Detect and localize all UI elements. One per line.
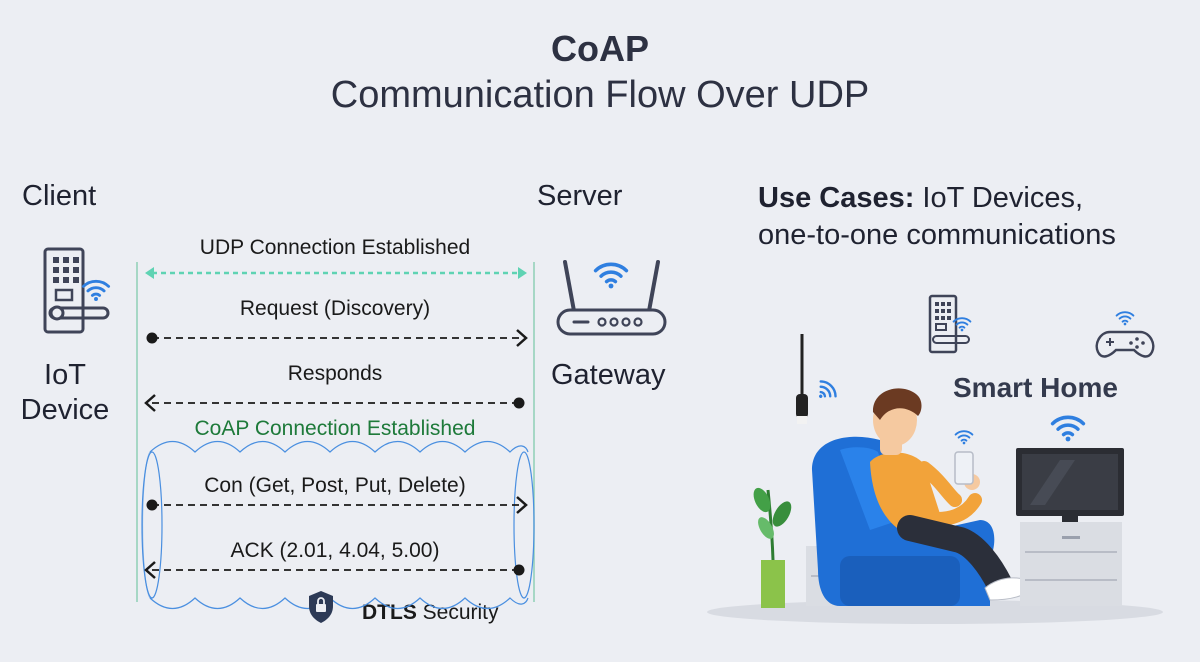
- iot-device-label-line1: IoT: [44, 359, 86, 391]
- msg-request: Request (Discovery): [239, 297, 431, 320]
- client-label: Client: [22, 180, 97, 212]
- shield-lock-icon: [309, 591, 333, 623]
- use-cases-text: Use Cases: IoT Devices, one-to-one commu…: [758, 180, 1116, 254]
- page-subtitle: Communication Flow Over UDP: [330, 74, 870, 116]
- msg-udp-established: UDP Connection Established: [199, 236, 471, 259]
- ack-arrow: [144, 561, 525, 579]
- responds-arrow: [144, 394, 525, 412]
- use-cases-line2: one-to-one communications: [758, 219, 1116, 251]
- msg-ack: ACK (2.01, 4.04, 5.00): [230, 539, 440, 562]
- server-label: Server: [537, 180, 623, 212]
- use-cases-line1: IoT Devices,: [914, 182, 1084, 214]
- gateway-label: Gateway: [551, 359, 666, 391]
- udp-arrow: [145, 267, 527, 279]
- dtls-bold: DTLS: [362, 601, 417, 624]
- smart-home-label: Smart Home: [953, 372, 1118, 403]
- msg-coap-established: CoAP Connection Established: [194, 417, 476, 440]
- dtls-tunnel: [141, 440, 535, 610]
- smart-home-illustration: [707, 294, 1163, 624]
- iot-device-label-line2: Device: [20, 394, 110, 426]
- msg-responds: Responds: [287, 362, 383, 385]
- msg-con: Con (Get, Post, Put, Delete): [204, 474, 466, 497]
- con-arrow: [146, 496, 528, 514]
- smart-lock-icon: [43, 247, 111, 334]
- iot-device-label: IoT Device: [10, 358, 120, 428]
- request-arrow: [146, 329, 528, 347]
- router-icon: [556, 260, 667, 336]
- page-title: CoAP: [551, 28, 649, 69]
- use-cases-heading: Use Cases:: [758, 182, 915, 214]
